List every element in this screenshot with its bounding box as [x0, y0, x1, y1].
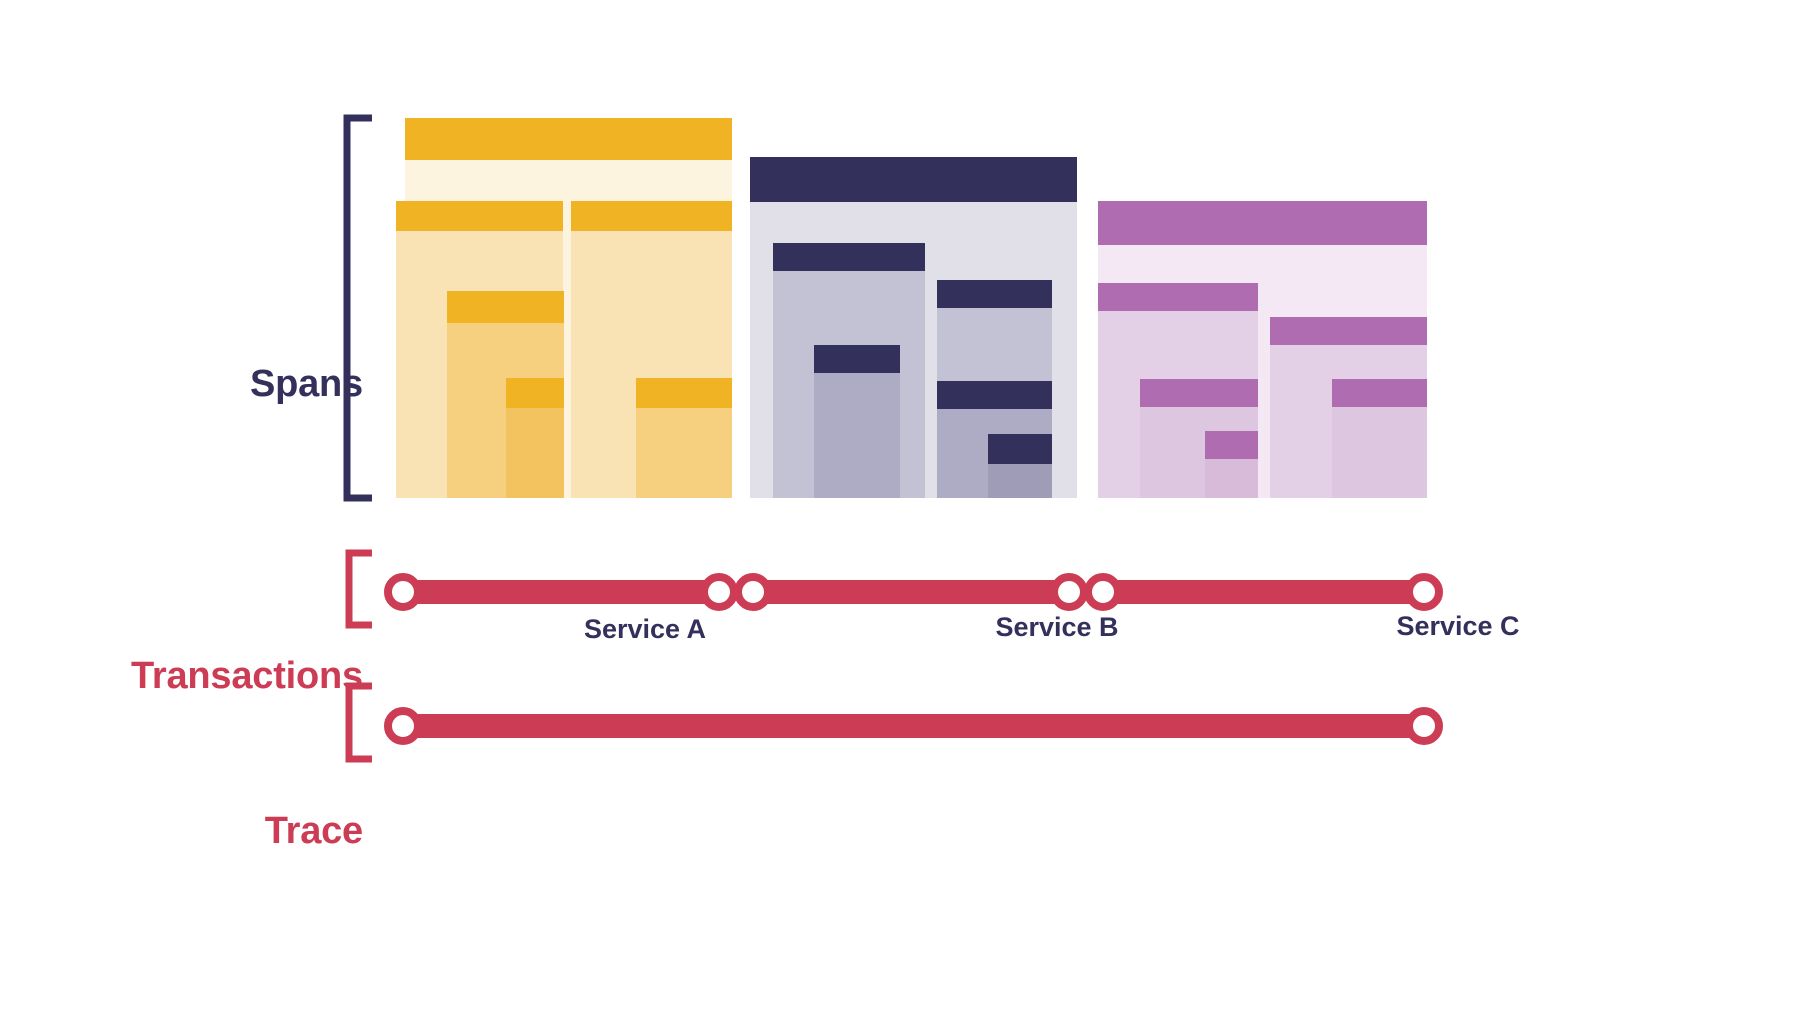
transactions-row-label: Transactions [130, 655, 363, 697]
transaction-start-marker[interactable] [734, 573, 772, 611]
span-bar-header [1270, 317, 1427, 345]
transaction-start-marker[interactable] [1084, 573, 1122, 611]
transaction-segment[interactable] [1098, 580, 1428, 604]
service-b-spans-group [750, 157, 1077, 498]
transactions-bracket [345, 549, 372, 629]
span-bar-header [1098, 283, 1258, 311]
span-bar-header [506, 378, 564, 408]
trace-start-marker[interactable] [384, 707, 422, 745]
service-label-b: Service B [995, 612, 1119, 642]
transactions-track [384, 573, 1443, 611]
transaction-segment[interactable] [748, 580, 1073, 604]
span-bar-header [750, 157, 1077, 202]
spans-bracket [343, 114, 372, 502]
trace-bracket [345, 682, 372, 763]
span-bar-header [814, 345, 900, 373]
span-bar-header [773, 243, 925, 271]
span-bar-header [1140, 379, 1258, 407]
transaction-start-marker[interactable] [384, 573, 422, 611]
span-bar-header [405, 118, 732, 160]
trace-track [384, 707, 1443, 745]
service-label-c: Service C [1396, 611, 1520, 641]
span-bar-header [571, 201, 732, 231]
transaction-end-marker[interactable] [1050, 573, 1088, 611]
service-a-spans-group [396, 118, 732, 498]
span-bar-header [447, 291, 564, 323]
span-bar-header [396, 201, 563, 231]
service-c-spans-group [1098, 201, 1427, 498]
span-bar-header [937, 280, 1052, 308]
transaction-end-marker[interactable] [700, 573, 738, 611]
transaction-end-marker[interactable] [1405, 573, 1443, 611]
span-bar-header [1205, 431, 1258, 459]
service-label-a: Service A [583, 614, 707, 644]
span-bar-header [988, 434, 1052, 464]
span-bar-header [1332, 379, 1427, 407]
trace-row-label: Trace [264, 810, 364, 852]
trace-end-marker[interactable] [1405, 707, 1443, 745]
spans-row-label: Spans [249, 363, 363, 405]
span-bar-header [1098, 201, 1427, 245]
span-bar-header [636, 378, 732, 408]
trace-segment[interactable] [398, 714, 1428, 738]
transaction-segment[interactable] [398, 580, 724, 604]
span-bar-header [937, 381, 1052, 409]
